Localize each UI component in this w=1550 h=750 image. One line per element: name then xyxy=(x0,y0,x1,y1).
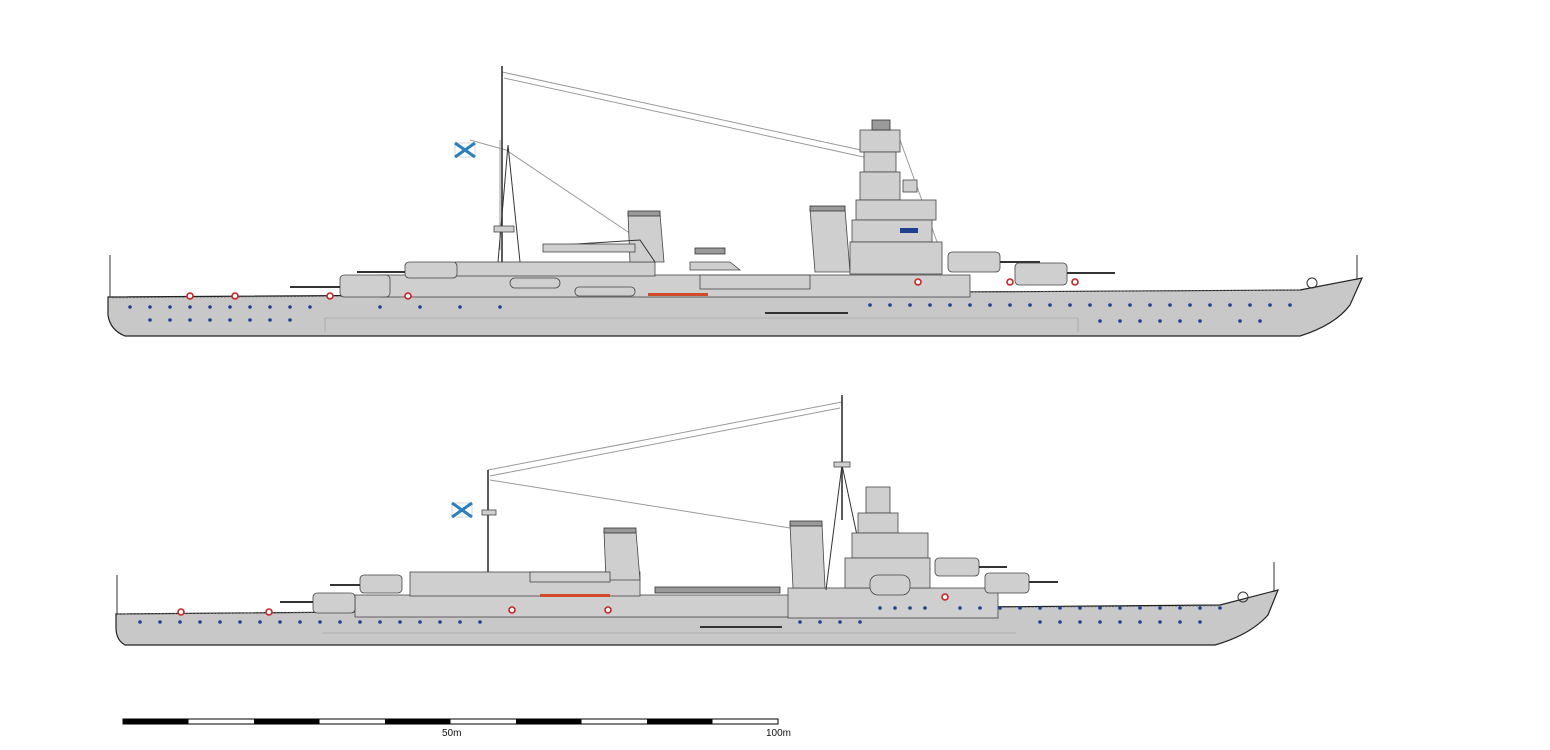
rigging-bottom xyxy=(487,401,843,529)
turret-aft-2-bottom xyxy=(330,574,403,594)
naval-ensign-bottom xyxy=(451,501,473,519)
turret-fore-1 xyxy=(947,251,1040,273)
mainmast-bottom xyxy=(481,470,497,572)
turret-aft-1 xyxy=(290,274,391,298)
portholes-bottom xyxy=(138,606,1222,624)
foremast-bottom xyxy=(825,395,859,591)
scale-label-100m: 100m xyxy=(766,728,791,739)
seaplane-bottom xyxy=(654,586,781,594)
mainmast-top xyxy=(493,66,521,263)
funnel-fore-top xyxy=(809,205,851,273)
funnel-aft-bottom xyxy=(603,527,641,581)
ship-top xyxy=(107,66,1364,337)
scale-bar: 50m 100m xyxy=(122,718,791,739)
scale-label-50m: 50m xyxy=(442,728,461,739)
portholes-top xyxy=(128,303,1292,323)
funnel-aft-top xyxy=(627,210,665,263)
turret-aft-2 xyxy=(357,261,458,279)
bridge-tower-top xyxy=(849,119,943,275)
ship-bottom xyxy=(115,395,1279,646)
turret-fore-2 xyxy=(1014,262,1115,286)
boat-top xyxy=(509,277,561,289)
hull-bottom xyxy=(115,589,1279,646)
seaplane-top xyxy=(689,247,742,271)
funnel-fore-bottom xyxy=(789,520,826,589)
rigging-top xyxy=(469,71,941,251)
deckhouse-bottom xyxy=(354,594,796,618)
turret-aft-1-bottom xyxy=(280,592,356,614)
naval-ensign-top xyxy=(454,141,476,159)
turret-fore-1-bottom xyxy=(934,557,1007,577)
bridge-bottom xyxy=(844,486,931,596)
hull-top xyxy=(107,277,1364,337)
turret-fore-2-bottom xyxy=(984,572,1058,594)
